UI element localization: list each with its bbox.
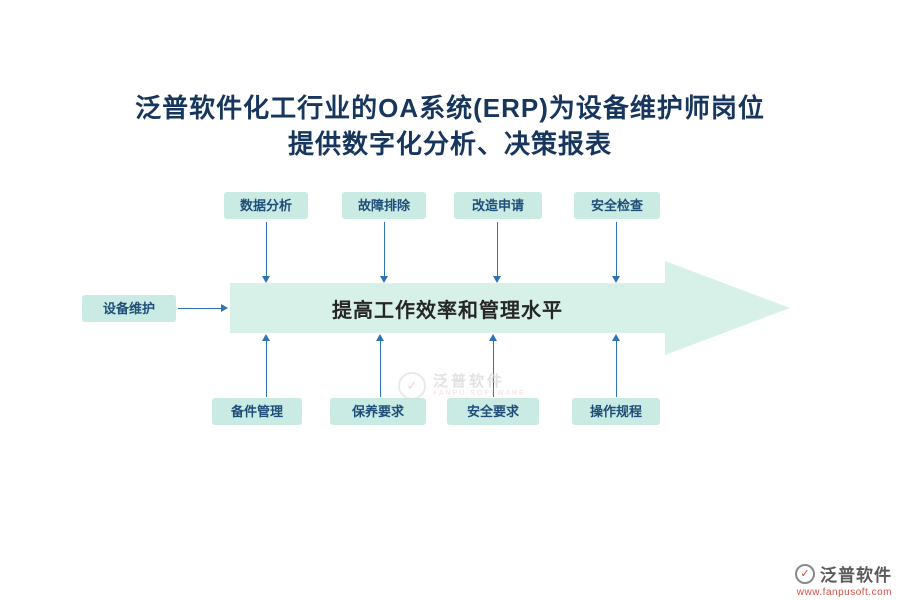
watermark: ✓ 泛普软件 FANPU SOFTWARE [398,372,526,400]
down-arrow-head-icon-2 [380,276,388,283]
down-arrow-line-3 [497,222,498,277]
right-arrow-head-icon [221,304,228,312]
up-arrow-line-3 [493,341,494,397]
footer-brand-row: ✓ 泛普软件 [795,561,892,586]
down-arrow-line-4 [616,222,617,277]
bottom-node-operating-procedures: 操作规程 [572,398,660,425]
footer-brand-block: ✓ 泛普软件 www.fanpusoft.com [795,561,892,598]
down-arrow-head-icon-1 [262,276,270,283]
page-title-line1: 泛普软件化工行业的OA系统(ERP)为设备维护师岗位 [135,93,765,123]
main-arrow-head [665,261,790,355]
page-title-line2: 提供数字化分析、决策报表 [287,129,612,159]
down-arrow-head-icon-4 [612,276,620,283]
watermark-brand: 泛普软件 [433,372,506,390]
footer-brand-name: 泛普软件 [820,566,892,585]
bottom-node-safety-req: 安全要求 [447,398,539,425]
main-arrow-label: 提高工作效率和管理水平 [332,299,563,322]
up-arrow-line-4 [616,341,617,397]
up-arrow-head-icon-4 [612,334,620,341]
top-node-retrofit-request: 改造申请 [454,192,542,219]
footer-website-url: www.fanpusoft.com [796,587,892,598]
watermark-texts: 泛普软件 FANPU SOFTWARE [433,372,526,398]
top-node-fault-removal: 故障排除 [342,192,426,219]
watermark-logo-icon: ✓ [398,372,426,400]
down-arrow-head-icon-3 [493,276,501,283]
main-arrow-body [230,283,665,333]
up-arrow-head-icon-1 [262,334,270,341]
up-arrow-line-1 [266,341,267,397]
top-node-data-analysis: 数据分析 [224,192,308,219]
bottom-node-spare-parts: 备件管理 [212,398,302,425]
top-node-safety-check: 安全检查 [574,192,660,219]
fanpu-logo-icon: ✓ [795,563,815,584]
left-node-equipment-maintenance: 设备维护 [82,295,176,322]
watermark-subtext: FANPU SOFTWARE [433,390,526,398]
up-arrow-head-icon-3 [489,334,497,341]
left-arrow-line [178,308,222,309]
bottom-node-maintenance-req: 保养要求 [330,398,426,425]
down-arrow-line-1 [266,222,267,277]
up-arrow-head-icon-2 [376,334,384,341]
up-arrow-line-2 [380,341,381,397]
down-arrow-line-2 [384,222,385,277]
